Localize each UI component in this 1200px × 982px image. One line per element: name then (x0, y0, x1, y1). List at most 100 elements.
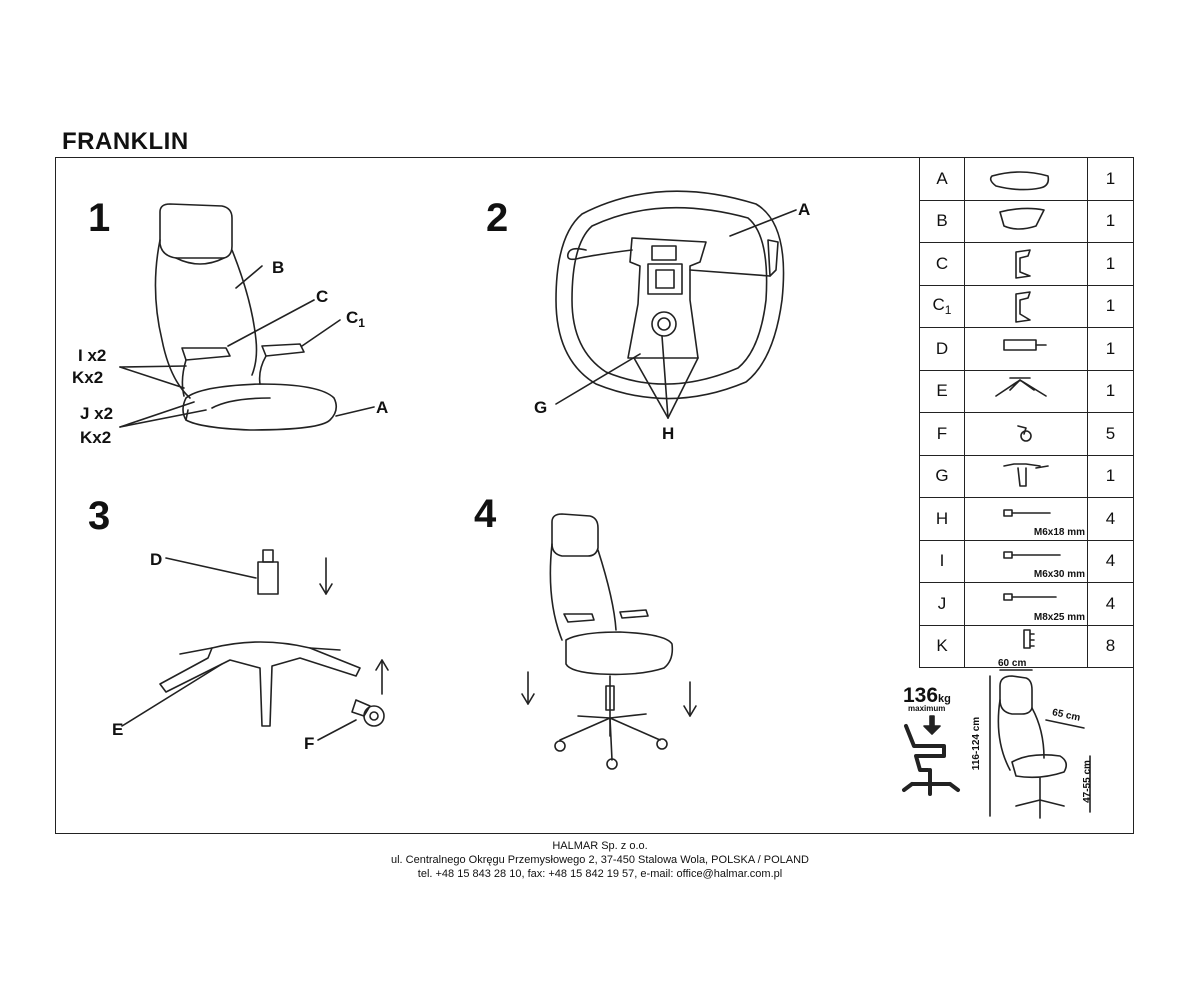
step3-base-drawing (121, 549, 389, 741)
part-code-letter: K (936, 636, 948, 656)
part-code: C1 (919, 284, 965, 328)
parts-row: G 1 (919, 454, 1134, 498)
bolt-size: M6x30 mm (1033, 569, 1085, 580)
label-C1: C1 (346, 308, 365, 330)
part-quantity: 4 (1087, 582, 1134, 626)
part-code-letter: E (936, 381, 948, 401)
height-dimension: 116-124 cm (971, 716, 983, 771)
part-code: J (919, 582, 965, 626)
part-quantity: 1 (1087, 284, 1134, 328)
step4-assembly-drawing (521, 513, 697, 770)
parts-row: F 5 (919, 412, 1134, 456)
part-code-letter: I (939, 551, 945, 571)
label-G: G (534, 398, 548, 417)
label-D: D (150, 550, 163, 569)
armrest-icon (964, 242, 1088, 286)
label-K-x2: Kx2 (72, 368, 104, 387)
bolt-icon: M8x25 mm (964, 582, 1088, 626)
width-dimension: 60 cm (998, 658, 1027, 669)
base-icon (964, 369, 1088, 413)
armrest-icon (964, 284, 1088, 328)
seat-icon (964, 157, 1088, 201)
seat-height-dimension: 47-55 cm (1081, 760, 1093, 803)
company-contact: tel. +48 15 843 28 10, fax: +48 15 842 1… (417, 868, 783, 880)
part-quantity: 1 (1087, 369, 1134, 413)
label-F: F (304, 734, 315, 753)
page-title: FRANKLIN (62, 128, 189, 155)
parts-row: E 1 (919, 369, 1134, 413)
part-code: G (919, 454, 965, 498)
parts-row: C 1 (919, 242, 1134, 286)
label-C1-letter: C (346, 308, 359, 327)
label-K-x2: Kx2 (80, 428, 112, 447)
max-load-label: maximum (908, 704, 946, 713)
part-code-letter: C (935, 253, 949, 273)
max-load-value: 136 (903, 684, 939, 707)
part-quantity: 1 (1087, 454, 1134, 498)
label-B: B (272, 258, 285, 277)
part-code-letter: A (936, 168, 948, 188)
part-code-letter: H (935, 508, 949, 528)
parts-row: K 8 (919, 624, 1134, 668)
bolt-size: M8x25 mm (1033, 611, 1085, 623)
part-code: I (919, 539, 965, 583)
part-quantity: 5 (1087, 412, 1134, 456)
company-footer: HALMAR Sp. z o.o. ul. Centralnego Okręgu… (0, 839, 1200, 881)
parts-row: D 1 (919, 327, 1134, 371)
part-code: K (919, 624, 965, 668)
instruction-frame (55, 157, 1134, 834)
part-code-letter: C (932, 295, 945, 315)
max-load: 136kg (903, 684, 951, 708)
washer-icon (964, 624, 1088, 668)
step-number: 4 (474, 492, 497, 536)
label-A: A (798, 200, 811, 219)
label-E: E (112, 720, 124, 739)
spec-drawings (902, 669, 1091, 819)
mechanism-icon (964, 454, 1088, 498)
part-code: A (919, 157, 965, 201)
part-code-subscript: 1 (944, 303, 952, 318)
company-address: ul. Centralnego Okręgu Przemysłowego 2, … (390, 854, 809, 866)
part-code-letter: F (936, 423, 948, 443)
backrest-icon (964, 199, 1088, 243)
label-C1-sub: 1 (358, 316, 365, 330)
part-code-letter: J (937, 593, 947, 613)
part-code: B (919, 199, 965, 243)
step-number: 2 (486, 196, 509, 240)
part-code: E (919, 369, 965, 413)
part-code-letter: B (936, 211, 948, 231)
step-number: 3 (88, 494, 111, 538)
max-load-unit: kg (938, 693, 951, 705)
step-number: 1 (88, 196, 111, 240)
parts-row: I M6x30 mm 4 (919, 539, 1134, 583)
part-code: C (919, 242, 965, 286)
label-A: A (376, 398, 389, 417)
part-code-letter: G (935, 466, 949, 486)
parts-row: B 1 (919, 199, 1134, 243)
bolt-icon: M6x18 mm (964, 497, 1088, 541)
part-quantity: 1 (1087, 327, 1134, 371)
part-quantity: 4 (1087, 497, 1134, 541)
label-I-x2: I x2 (78, 346, 107, 365)
step2-seat-underside-drawing (555, 190, 797, 419)
caster-icon (964, 412, 1088, 456)
bolt-size: M6x18 mm (1033, 526, 1085, 538)
part-quantity: 1 (1087, 242, 1134, 286)
parts-row: C1 1 (919, 284, 1134, 328)
part-code-letter: D (935, 338, 949, 358)
parts-row: H M6x18 mm 4 (919, 497, 1134, 541)
part-code: D (919, 327, 965, 371)
parts-row: A 1 (919, 157, 1134, 201)
part-quantity: 8 (1087, 624, 1134, 668)
part-quantity: 1 (1087, 199, 1134, 243)
label-C: C (316, 287, 329, 306)
label-H: H (662, 424, 675, 443)
parts-list-table: A 1 B 1 C 1 C1 1 D 1 E 1 F 5 G 1 H M6x18… (919, 157, 1134, 668)
label-J-x2: J x2 (80, 404, 114, 423)
part-quantity: 4 (1087, 539, 1134, 583)
part-quantity: 1 (1087, 157, 1134, 201)
step1-chair-drawing (119, 203, 375, 431)
parts-row: J M8x25 mm 4 (919, 582, 1134, 626)
gas-lift-icon (964, 327, 1088, 371)
